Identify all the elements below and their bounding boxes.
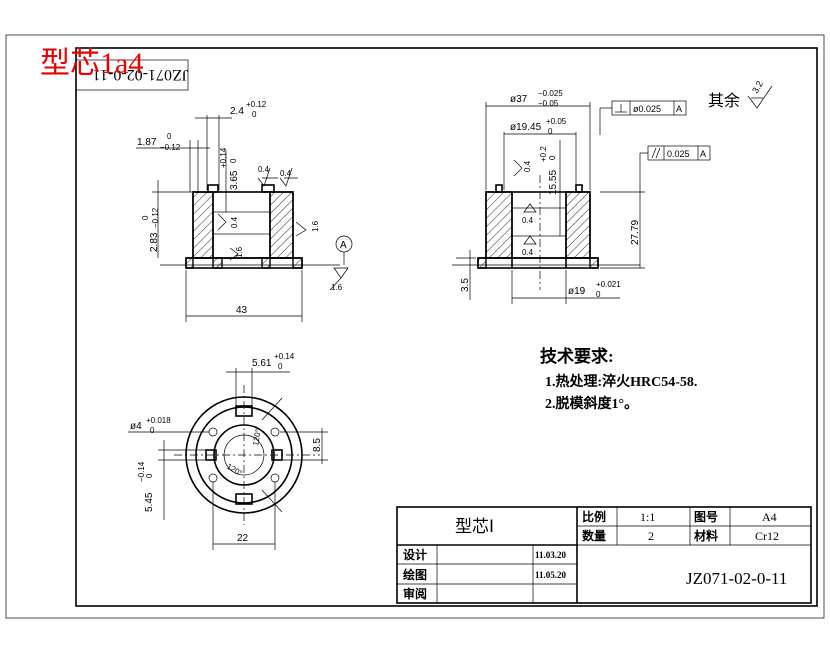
tech-heading: 技术要求: xyxy=(540,346,614,366)
dim-4-tol-up: +0.018 xyxy=(146,416,171,425)
left-section-view: 2.4 +0.12 0 1.87 0 −0.12 3.65 +0.14 0 2.… xyxy=(136,100,353,322)
dim-8-5: 8.5 xyxy=(312,438,323,452)
dim-37-tol-low: −0.05 xyxy=(538,99,559,108)
perp-datum: A xyxy=(676,104,682,114)
review-label: 审阅 xyxy=(403,586,427,601)
dim-22: 22 xyxy=(237,533,249,544)
scale-value: 1:1 xyxy=(640,510,655,524)
dim-2-83: 2.83 xyxy=(149,232,160,252)
dim-2-4-tol-low: 0 xyxy=(252,110,257,119)
material-label: 材料 xyxy=(693,528,718,543)
dim-19-45-tol-low: 0 xyxy=(548,127,553,136)
angle-b: 120° xyxy=(251,428,263,446)
scale-label: 比例 xyxy=(582,509,606,524)
dim-4: ø4 xyxy=(130,421,142,432)
qty-value: 2 xyxy=(648,529,654,543)
drawing-no-value: A4 xyxy=(762,510,777,524)
right-section-view: ø37 −0.025 −0.05 ø19.45 +0.05 0 15.55 +0… xyxy=(452,89,711,304)
design-label: 设计 xyxy=(403,547,427,562)
dim-19-45-tol-up: +0.05 xyxy=(546,117,567,126)
dim-37-tol-up: −0.025 xyxy=(538,89,563,98)
outer-border xyxy=(5,34,825,619)
design-date: 11.03.20 xyxy=(535,550,567,560)
dim-5-45-tol-low: −0.14 xyxy=(137,461,146,482)
dim-5-61-tol-up: +0.14 xyxy=(274,352,295,361)
angle-a: 120° xyxy=(225,462,244,478)
bottom-plan-view: 5.61 +0.14 0 ø4 +0.018 0 5.45 −0.14 0 8.… xyxy=(128,352,328,550)
drawing-no-label: 图号 xyxy=(694,509,718,524)
dim-3-5: 3.5 xyxy=(460,278,471,292)
dim-1-87-tol-low: −0.12 xyxy=(160,143,181,152)
par-datum: A xyxy=(700,149,706,159)
dim-2-4: 2.4 xyxy=(230,106,244,117)
rotated-code-box: JZ071-02-0-11 xyxy=(75,59,189,91)
inner-border xyxy=(75,47,818,607)
tech-line-1: 1.热处理:淬火HRC54-58. xyxy=(545,373,697,390)
drawing-code: JZ071-02-0-11 xyxy=(686,569,787,588)
dim-37: ø37 xyxy=(510,94,528,105)
dim-2-83-tol-up: 0 xyxy=(141,215,150,220)
dim-43: 43 xyxy=(236,305,248,316)
draw-date: 11.05.20 xyxy=(535,570,567,580)
draw-label: 绘图 xyxy=(403,567,427,582)
part-name: 型芯Ⅰ xyxy=(455,517,494,536)
title-block: 型芯Ⅰ 比例 1:1 图号 A4 数量 2 材料 Cr12 设计 11.03.2… xyxy=(396,506,812,604)
roughness-other: 其余 3.2 xyxy=(708,79,773,110)
rough-r-04c: 0.4 xyxy=(522,248,534,257)
rough-r-04a: 0.4 xyxy=(523,160,532,172)
dim-19: ø19 xyxy=(568,286,586,297)
dim-2-4-tol-up: +0.12 xyxy=(246,100,267,109)
dim-15-55-tol-up: +0.2 xyxy=(539,146,548,162)
material-value: Cr12 xyxy=(755,529,779,543)
dim-5-61-tol-low: 0 xyxy=(278,362,283,371)
rough-16b: 1.6 xyxy=(235,246,244,258)
dim-1-87-tol-up: 0 xyxy=(167,132,172,141)
tech-requirements: 技术要求: 1.热处理:淬火HRC54-58. 2.脱模斜度1°。 xyxy=(540,346,697,412)
datum-a: A xyxy=(340,240,347,251)
dim-5-45-tol-up: 0 xyxy=(145,473,154,478)
rough-04b: 0.4 xyxy=(280,169,292,178)
dim-15-55: 15.55 xyxy=(548,170,559,195)
dim-4-tol-low: 0 xyxy=(150,426,155,435)
dim-19-45: ø19.45 xyxy=(510,122,542,133)
dim-15-55-tol-low: 0 xyxy=(548,155,557,160)
rough-04a: 0.4 xyxy=(258,165,270,174)
dim-3-65-tol-low: 0 xyxy=(229,158,238,163)
par-value: 0.025 xyxy=(667,149,690,159)
dim-5-45: 5.45 xyxy=(144,492,155,512)
stamp-label: 型芯1a4 xyxy=(40,47,143,80)
roughness-other-value: 3.2 xyxy=(750,79,765,95)
roughness-other-label: 其余 xyxy=(708,91,740,110)
rough-r-04b: 0.4 xyxy=(522,216,534,225)
rotated-code: JZ071-02-0-11 xyxy=(93,66,188,83)
dim-19-tol-low: 0 xyxy=(596,290,601,299)
rough-16c: 1.6 xyxy=(331,283,343,292)
qty-label: 数量 xyxy=(582,528,606,543)
tech-line-2: 2.脱模斜度1°。 xyxy=(545,395,638,412)
rough-04c: 0.4 xyxy=(230,216,239,228)
dim-3-65: 3.65 xyxy=(229,170,240,190)
dim-5-61: 5.61 xyxy=(252,358,272,369)
dim-19-tol-up: +0.021 xyxy=(596,280,621,289)
dim-3-65-tol-up: +0.14 xyxy=(219,147,228,168)
rough-16a: 1.6 xyxy=(311,220,320,232)
perp-value: ø0.025 xyxy=(633,104,661,114)
dim-1-87: 1.87 xyxy=(137,137,157,148)
dim-27-79: 27.79 xyxy=(630,220,641,245)
dim-2-83-tol-low: −0.12 xyxy=(151,207,160,228)
